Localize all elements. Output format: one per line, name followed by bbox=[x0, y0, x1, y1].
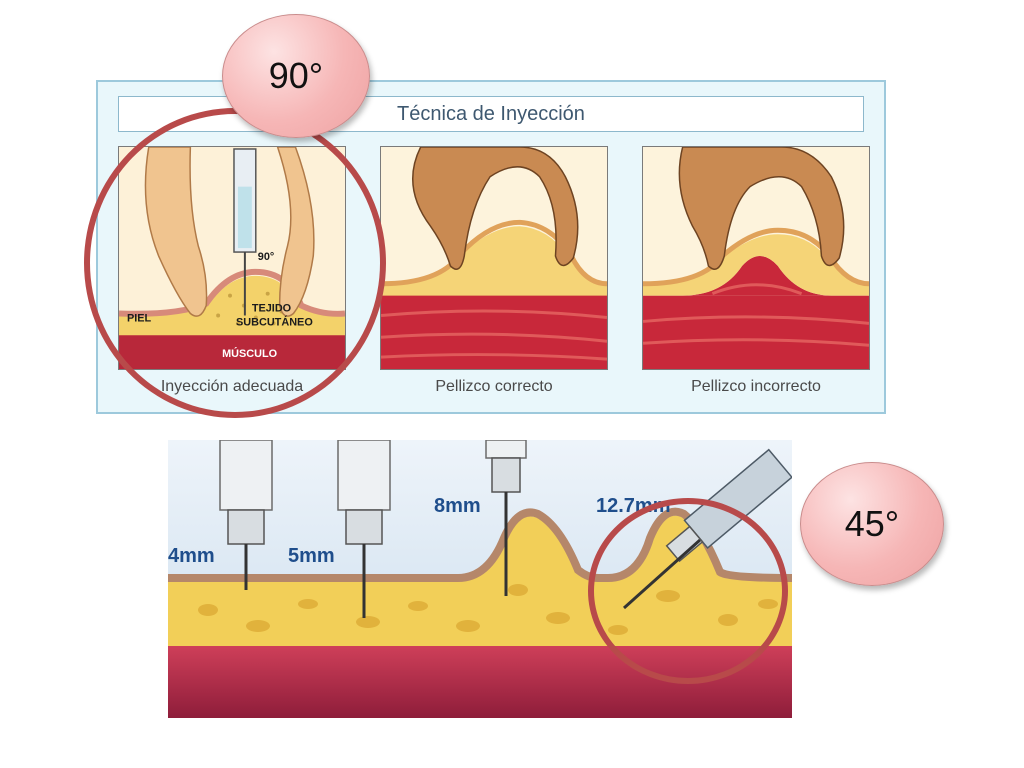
skin-layer bbox=[168, 507, 792, 582]
caption-proper-injection: Inyección adecuada bbox=[160, 378, 304, 395]
needle-4mm-label: 4mm bbox=[168, 545, 215, 567]
muscle-layer bbox=[168, 644, 792, 718]
callout-90-degrees: 90° bbox=[222, 14, 370, 138]
muscle-label: MÚSCULO bbox=[222, 347, 278, 360]
proper-injection-illustration: 90° PIEL TEJIDO SUBCUTÁNEO MÚSCULO bbox=[119, 147, 345, 369]
panel-proper-injection: 90° PIEL TEJIDO SUBCUTÁNEO MÚSCULO bbox=[118, 146, 346, 370]
fat-layer bbox=[168, 515, 792, 646]
incorrect-pinch-illustration bbox=[643, 147, 869, 369]
panel-incorrect-pinch bbox=[642, 146, 870, 370]
needle-length-illustration: 4mm 5mm 8mm 12.7mm bbox=[168, 440, 792, 718]
angle-label: 90° bbox=[258, 251, 274, 263]
caption-correct-pinch: Pellizco correcto bbox=[435, 378, 553, 395]
skin-label: PIEL bbox=[127, 312, 152, 324]
muscle-layer bbox=[119, 333, 345, 369]
tissue-label-line2: SUBCUTÁNEO bbox=[236, 315, 313, 328]
injection-technique-figure: Técnica de Inyección 90° bbox=[96, 80, 886, 414]
caption-incorrect-pinch: Pellizco incorrecto bbox=[691, 378, 821, 395]
needle-8mm-label: 8mm bbox=[434, 495, 481, 517]
needle-12-7mm-label: 12.7mm bbox=[596, 495, 671, 517]
panel-correct-pinch bbox=[380, 146, 608, 370]
callout-45-degrees: 45° bbox=[800, 462, 944, 586]
muscle-layer bbox=[643, 295, 869, 369]
correct-pinch-illustration bbox=[381, 147, 607, 369]
tissue-label-line1: TEJIDO bbox=[252, 303, 292, 315]
needle-5mm-label: 5mm bbox=[288, 545, 335, 567]
needle-length-figure: 4mm 5mm 8mm 12.7mm bbox=[168, 440, 792, 718]
